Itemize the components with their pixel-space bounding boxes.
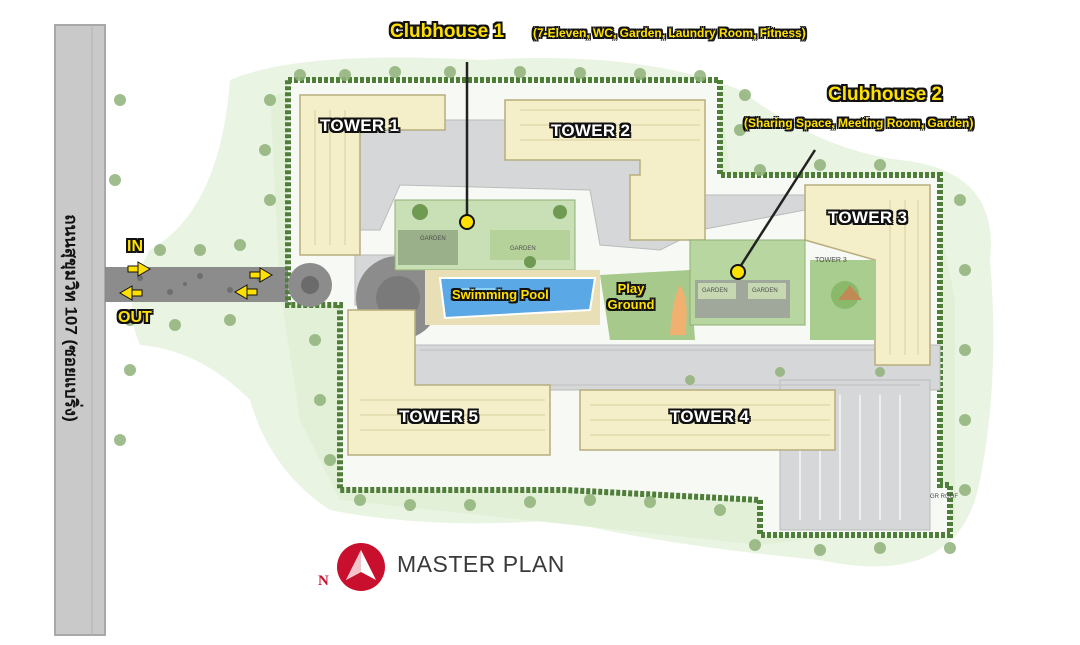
callout-lines <box>459 62 817 280</box>
in-arrow-icon <box>127 261 151 277</box>
tower-4-label: TOWER 4 <box>670 407 750 426</box>
main-road <box>54 24 106 636</box>
road-name-label: ถนนสุขุมวิท 107 (ซอยแบริ่ง) <box>51 188 91 448</box>
clubhouse-2-marker <box>730 264 746 280</box>
master-plan-title: MASTER PLAN <box>397 551 565 577</box>
garden-label-4: GARDEN <box>752 288 778 294</box>
clubhouse-1-title: Clubhouse 1 <box>390 21 505 42</box>
tower-3-label: TOWER 3 <box>828 208 908 227</box>
clubhouse-1-marker <box>459 214 475 230</box>
gr-roof-label: GR ROOF <box>930 494 958 500</box>
swimming-pool <box>425 270 600 325</box>
swimming-pool-label: Swimming Pool <box>452 287 549 302</box>
garden-label-3: GARDEN <box>702 288 728 294</box>
in-label: IN <box>127 238 143 255</box>
tower-window-lines <box>314 109 919 436</box>
tower-3-garden <box>810 260 875 340</box>
clubhouse-1-block <box>394 199 576 271</box>
playground-label-line-2: Ground <box>607 297 655 312</box>
tower-2-label: TOWER 2 <box>551 121 631 140</box>
out-label: OUT <box>118 309 152 326</box>
tower-5-label: TOWER 5 <box>399 407 479 426</box>
clubhouse-2-title: Clubhouse 2 <box>828 84 943 105</box>
plan-small-labels: GARDEN GARDEN GARDEN GARDEN TOWER 3 GR R… <box>420 236 958 500</box>
tower-1-label: TOWER 1 <box>320 116 400 135</box>
north-compass-icon <box>337 543 385 591</box>
clubhouse-2-block <box>689 239 806 326</box>
road-name-text: ถนนสุขุมวิท 107 (ซอยแบริ่ง) <box>61 214 81 422</box>
tower-3-small-label: TOWER 3 <box>815 257 847 264</box>
in-arrow-2-icon <box>249 267 273 283</box>
out-arrow-icon <box>119 285 143 301</box>
playground-label: Play Ground <box>598 281 664 313</box>
playground-area <box>600 270 695 340</box>
entrance-arrows <box>119 261 273 301</box>
clubhouse-1-subtitle: (7-Eleven, WC, Garden, Laundry Room, Fit… <box>533 26 806 40</box>
playground-label-line-1: Play <box>617 281 645 296</box>
garden-label-1: GARDEN <box>420 236 446 242</box>
out-arrow-2-icon <box>234 284 258 300</box>
clubhouse-2-subtitle: (Sharing Space, Meeting Room, Garden) <box>744 116 974 130</box>
north-indicator: N <box>318 573 329 589</box>
garden-label-2: GARDEN <box>510 246 536 252</box>
trees <box>109 66 971 556</box>
